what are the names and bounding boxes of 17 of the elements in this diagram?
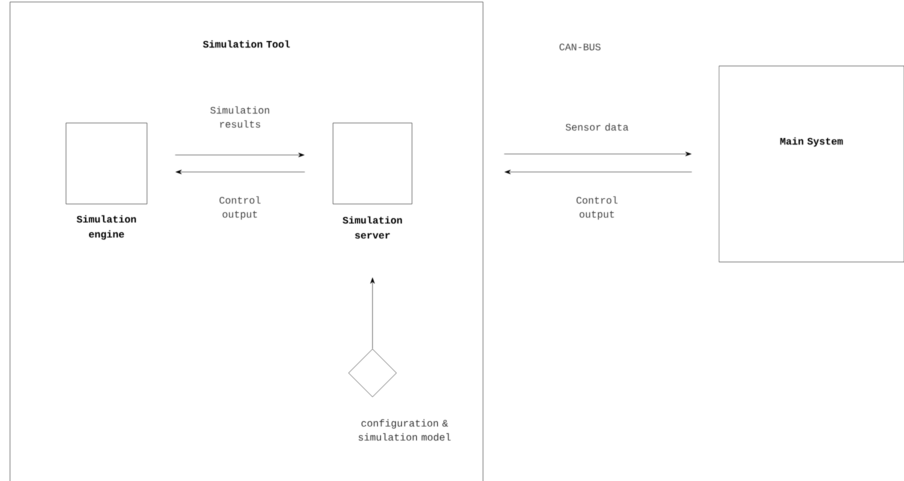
edge-label: Control output	[576, 196, 618, 220]
node-label: Simulation engine	[76, 215, 136, 240]
edge-label: Control output	[220, 196, 260, 220]
arrow	[175, 152, 304, 158]
note-text: configuration & simulation model	[358, 419, 451, 441]
arrow	[370, 278, 375, 349]
edge-label: Simulation results	[210, 106, 270, 128]
edge-label: Sensor data	[566, 123, 628, 131]
node-label: Simulation server	[342, 216, 402, 239]
process-box: Simulation engine	[66, 122, 148, 240]
arrow	[176, 170, 305, 174]
arrow	[504, 170, 692, 174]
arrow	[504, 152, 692, 156]
bus-label: CAN-BUS	[560, 44, 600, 50]
process-box: Main System	[718, 66, 904, 262]
decision-diamond	[348, 348, 397, 398]
process-box: Simulation server	[332, 122, 412, 239]
